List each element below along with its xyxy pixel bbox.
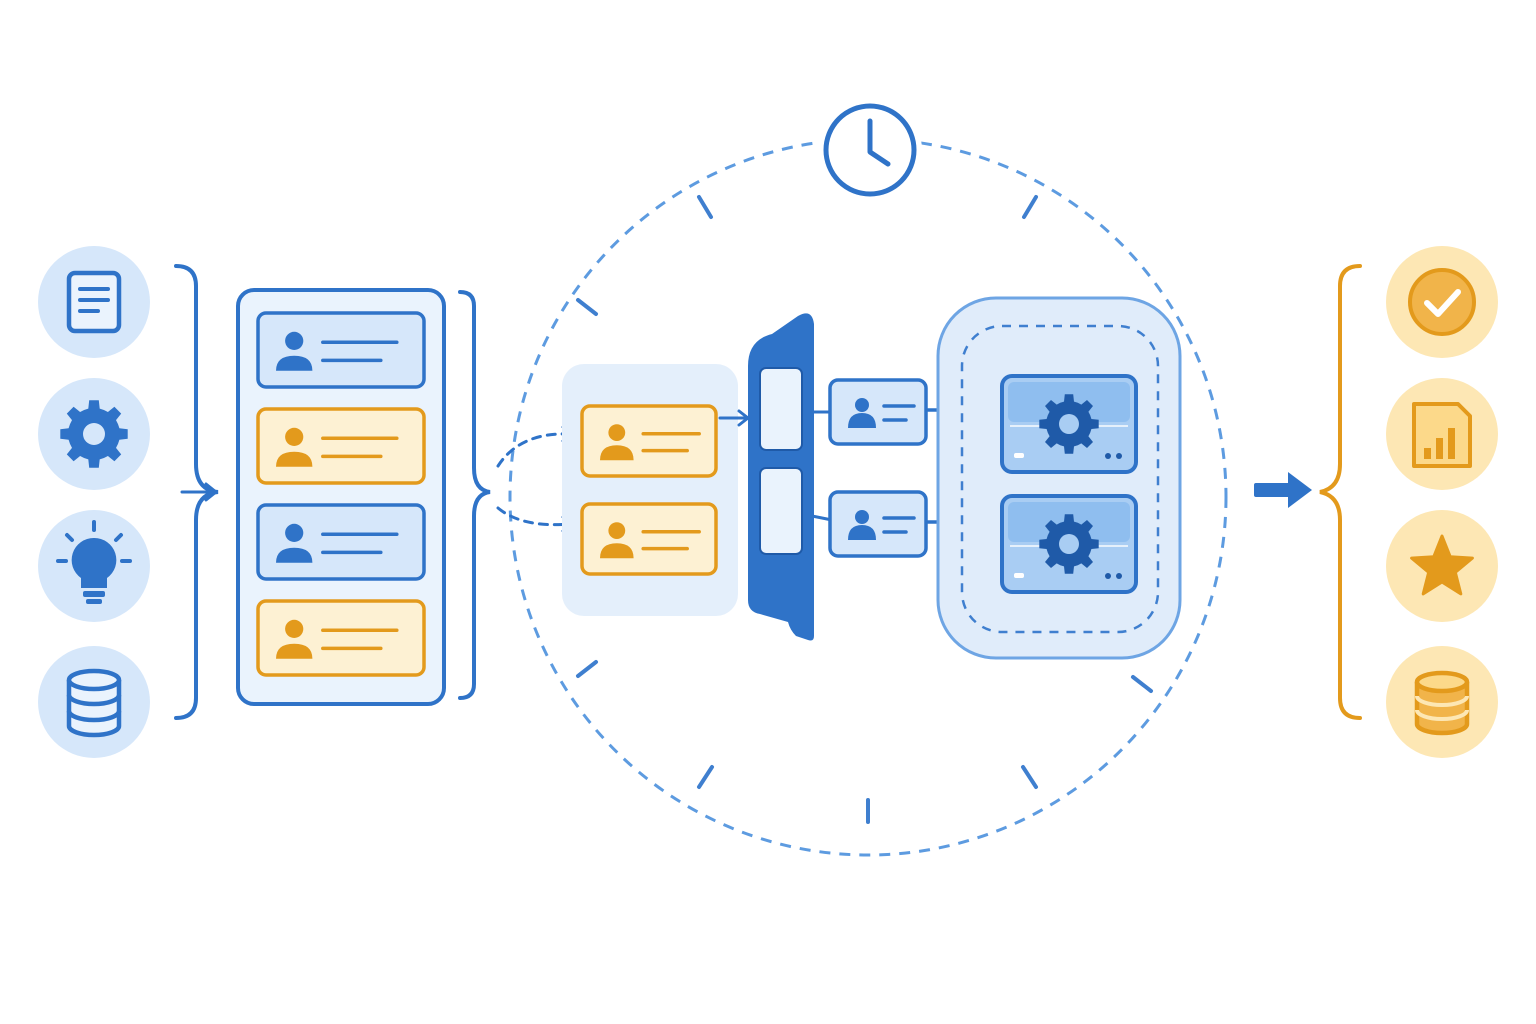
user-card xyxy=(580,502,718,576)
checkmark-icon xyxy=(1386,246,1498,358)
person-icon xyxy=(285,523,304,543)
queue-brace xyxy=(458,290,491,700)
person-icon-body xyxy=(276,547,313,563)
gear-icon xyxy=(38,378,150,490)
document-icon xyxy=(38,246,150,358)
person-icon xyxy=(285,427,304,446)
card-frame xyxy=(256,503,426,581)
person-icon-body xyxy=(848,525,876,540)
card-frame xyxy=(256,311,426,389)
cluster-inner-dashed xyxy=(960,324,1160,634)
status-dot xyxy=(1116,453,1122,459)
person-icon xyxy=(855,398,869,412)
cycle-tick xyxy=(1021,765,1038,789)
gear-hole xyxy=(83,423,105,445)
cycle-tick xyxy=(576,660,598,678)
staged-cards xyxy=(580,404,718,576)
person-icon-body xyxy=(600,445,634,461)
processor-unit xyxy=(1000,374,1138,474)
card-frame xyxy=(828,490,928,558)
star-icon xyxy=(1386,510,1498,622)
cycle-tick xyxy=(1022,195,1038,219)
status-dot xyxy=(1116,573,1122,579)
clock-icon xyxy=(818,98,922,202)
card-frame xyxy=(580,502,718,576)
person-icon-body xyxy=(276,355,313,371)
input-brace-arrow xyxy=(180,482,218,502)
processors xyxy=(1000,374,1138,594)
cycle-tick xyxy=(576,298,598,316)
person-icon-body xyxy=(600,543,634,559)
person-icon xyxy=(285,619,304,639)
processor-cluster xyxy=(936,296,1182,660)
status-dot xyxy=(1105,573,1111,579)
output-icons xyxy=(1386,246,1498,758)
user-card xyxy=(828,490,928,558)
staging-area xyxy=(562,364,738,616)
gear-hole xyxy=(1059,414,1079,434)
status-led xyxy=(1014,573,1024,578)
user-card xyxy=(256,311,426,389)
clock-hands xyxy=(867,118,891,167)
processor-unit xyxy=(1000,494,1138,594)
cycle-ring xyxy=(508,98,1228,857)
output-arrow xyxy=(1254,472,1312,508)
user-card xyxy=(256,503,426,581)
cycle-tick xyxy=(1131,675,1153,693)
person-icon xyxy=(608,522,626,539)
input-icons xyxy=(38,246,150,758)
dashed-arrow-lower xyxy=(496,506,572,527)
cycle-ticks xyxy=(576,195,1153,824)
staging-backdrop xyxy=(562,364,738,616)
person-icon xyxy=(855,510,869,524)
person-icon-body xyxy=(276,643,313,659)
queue-cards xyxy=(256,311,426,677)
user-card xyxy=(256,407,426,485)
queue-panel xyxy=(236,288,446,706)
status-dot xyxy=(1105,453,1111,459)
database-icon xyxy=(38,646,150,758)
person-icon xyxy=(608,424,626,441)
card-frame xyxy=(580,404,718,478)
dashed-arrow-upper xyxy=(496,432,572,468)
cluster-outer xyxy=(936,296,1182,660)
gate-slot-lower xyxy=(759,467,803,555)
bar-chart-icon xyxy=(1386,378,1498,490)
card-frame xyxy=(256,599,426,677)
database-icon xyxy=(1386,646,1498,758)
output-brace xyxy=(1319,264,1362,720)
input-brace xyxy=(174,264,219,720)
gear-hole xyxy=(1059,534,1079,554)
lightbulb-icon xyxy=(38,510,150,622)
dispatched-cards xyxy=(828,378,928,558)
person-icon-body xyxy=(848,413,876,428)
cycle-tick xyxy=(697,195,713,219)
status-led xyxy=(1014,453,1024,458)
person-icon xyxy=(285,331,304,350)
cycle-tick xyxy=(697,765,714,789)
user-card xyxy=(580,404,718,478)
gate-slot-upper xyxy=(759,367,803,451)
user-card xyxy=(828,378,928,446)
dispatch-gate xyxy=(748,313,814,641)
card-frame xyxy=(828,378,928,446)
card-frame xyxy=(256,407,426,485)
person-icon-body xyxy=(276,451,313,467)
user-card xyxy=(256,599,426,677)
